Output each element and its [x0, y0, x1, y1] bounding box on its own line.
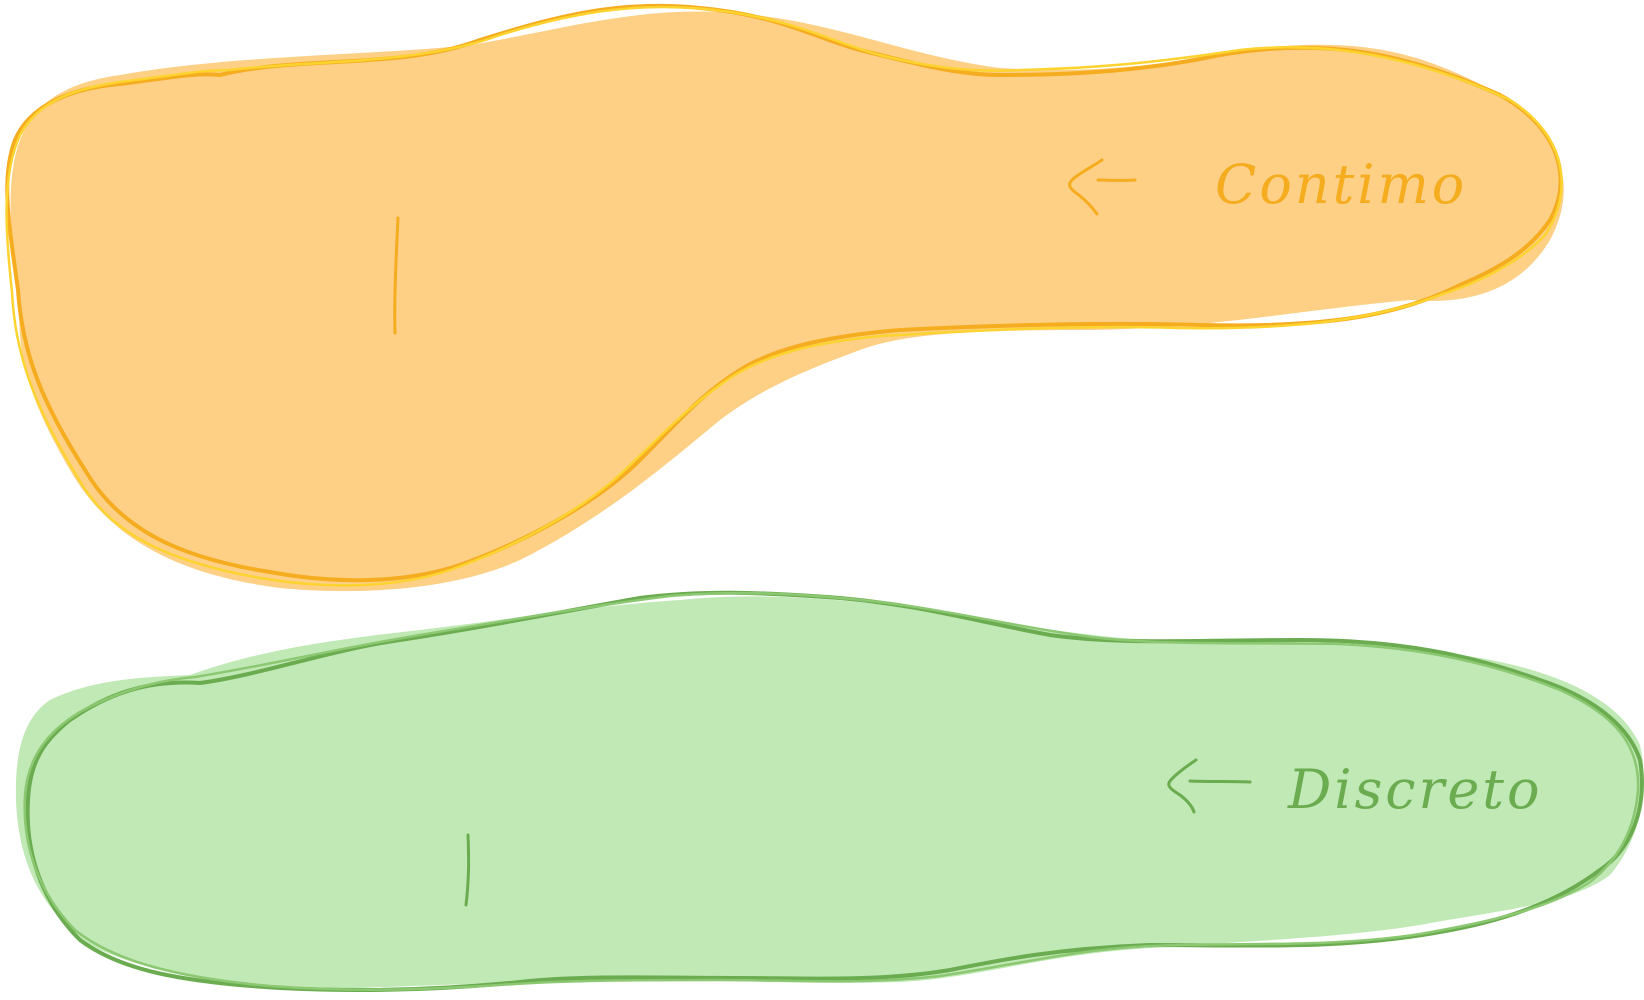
- continuous-blob-sketch: [5, 5, 1563, 587]
- discrete-blob-fill: [15, 596, 1644, 989]
- discrete-label: Discreto: [1287, 758, 1543, 821]
- discrete-region: Discreto: [15, 590, 1644, 992]
- continuous-region: Contimo: [5, 3, 1564, 592]
- discrete-blob-sketch: [23, 591, 1640, 991]
- continuous-label: Contimo: [1215, 153, 1467, 216]
- discrete-arrow-icon: [1167, 758, 1252, 814]
- continuous-blob-fill: [10, 11, 1564, 592]
- continuous-tick: [393, 216, 400, 335]
- discrete-tick: [464, 833, 471, 907]
- continuous-arrow-icon: [1068, 158, 1137, 216]
